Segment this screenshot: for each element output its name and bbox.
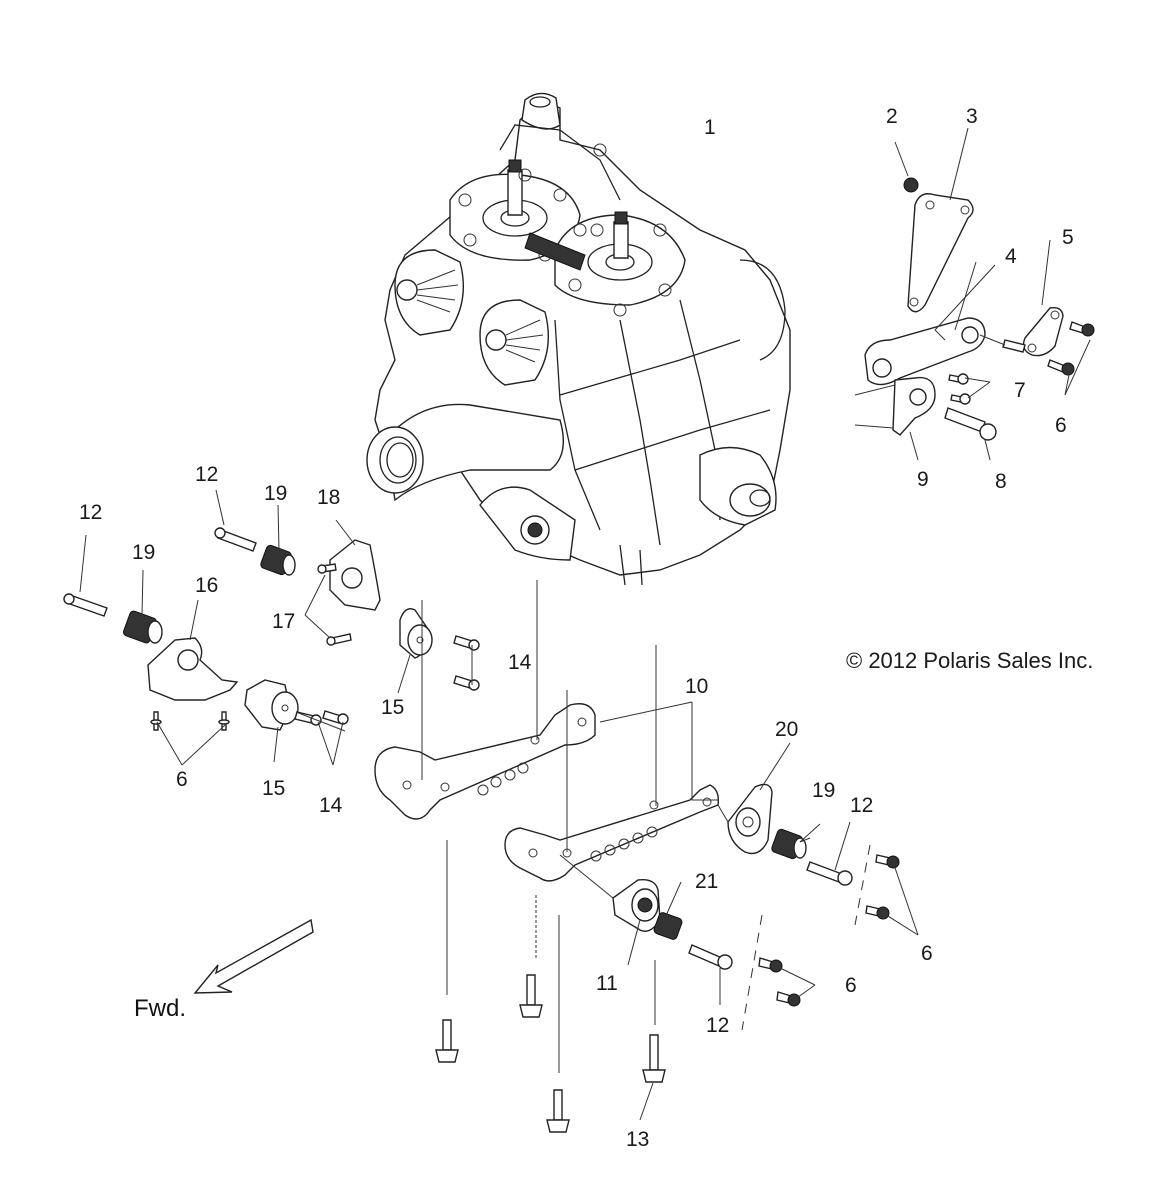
left-mount	[63, 489, 480, 766]
callout-16: 16	[195, 574, 218, 597]
flange-bolts-13	[435, 974, 666, 1133]
callout-7: 7	[1014, 379, 1026, 402]
callout-12-lower: 12	[706, 1014, 729, 1037]
bracket-part-3	[907, 193, 974, 313]
callout-12-far-left: 12	[79, 501, 102, 524]
callout-12-right: 12	[850, 794, 873, 817]
callout-18: 18	[317, 486, 340, 509]
callout-19-upper: 19	[264, 482, 287, 505]
callout-6-right-upper: 6	[921, 942, 933, 965]
callout-6-right-lower: 6	[845, 974, 857, 997]
callout-6: 6	[1055, 414, 1067, 437]
callout-14-lower: 14	[319, 794, 343, 817]
block-part-9	[892, 376, 936, 436]
plate-part-5	[1022, 306, 1064, 357]
nut-part-2	[903, 177, 919, 193]
callout-8: 8	[995, 470, 1007, 493]
right-upper-mount	[854, 127, 1095, 461]
copyright-notice: © 2012 Polaris Sales Inc.	[846, 648, 1094, 673]
forward-arrow-icon	[193, 918, 314, 994]
callout-9: 9	[917, 468, 929, 491]
callout-6-left: 6	[176, 768, 188, 791]
callout-11: 11	[596, 972, 618, 995]
callout-5: 5	[1062, 226, 1074, 249]
lower-mount-bars	[374, 580, 919, 1133]
callout-19-right: 19	[812, 779, 835, 802]
callout-2: 2	[886, 105, 898, 128]
callout-13: 13	[626, 1128, 649, 1151]
callout-1: 1	[704, 116, 716, 139]
link-part-4	[864, 317, 986, 386]
callout-15-lower: 15	[262, 777, 285, 800]
callout-21: 21	[695, 870, 718, 893]
callout-19-left: 19	[132, 541, 155, 564]
callout-10: 10	[685, 675, 708, 698]
callout-labels: 1 2 3 4 5 6 7 8 9 10 11 12 12 12 12 13 1…	[79, 105, 1074, 1151]
callout-3: 3	[966, 105, 978, 128]
callout-14-upper: 14	[508, 651, 532, 674]
callout-20: 20	[775, 718, 798, 741]
forward-direction-label: Fwd.	[134, 995, 187, 1022]
callout-15-upper: 15	[381, 696, 404, 719]
callout-17: 17	[272, 610, 295, 633]
callout-12-upper: 12	[195, 463, 218, 486]
engine-assembly	[366, 92, 791, 586]
callout-4: 4	[1005, 245, 1017, 268]
